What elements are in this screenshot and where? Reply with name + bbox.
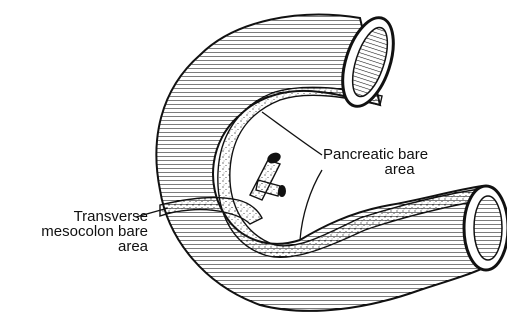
transverse-mesocolon-bare-area-label: Transverse mesocolon bare area [32,209,148,254]
leader-line-pancreatic-1 [262,112,322,155]
pancreatic-label-line-1: Pancreatic bare [323,147,428,162]
distal-lumen-inner [474,196,502,260]
transverse-label-line-3: area [32,239,148,254]
vessel-stub-lower-end [278,185,286,197]
pancreatic-label-line-2: area [323,162,428,177]
transverse-label-line-1: Transverse [32,209,148,224]
transverse-label-line-2: mesocolon bare [32,224,148,239]
pancreatic-bare-area-label: Pancreatic bare area [323,147,428,177]
